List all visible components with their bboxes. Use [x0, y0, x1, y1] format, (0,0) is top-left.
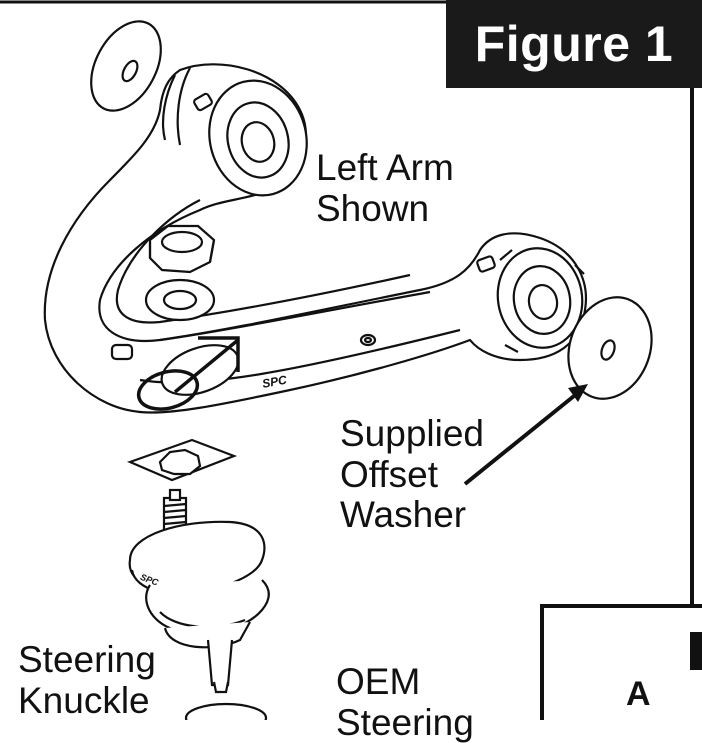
label-oem-steering: OEM Steering — [336, 661, 474, 743]
inset-bar — [690, 632, 702, 670]
label-knuckle-line1: Steering — [18, 639, 156, 680]
frame-lines — [0, 0, 694, 605]
offset-washer — [567, 296, 653, 400]
flat-washer — [144, 278, 216, 322]
label-oem-line2: Steering — [336, 701, 474, 743]
label-washer-line2: Offset — [340, 453, 439, 495]
arm-logo: SPC — [261, 373, 288, 391]
diagram-canvas: SPC — [0, 0, 702, 720]
upper-washer — [90, 20, 162, 112]
lock-plate — [126, 438, 238, 482]
label-offset-washer: Supplied Offset Washer — [340, 413, 485, 536]
label-left-arm-line1: Left Arm — [316, 147, 454, 188]
figure-title: Figure 1 — [446, 0, 702, 88]
label-steering-knuckle: Steering Knuckle — [18, 639, 156, 721]
washer-arrow — [463, 384, 588, 486]
inset-letter: A — [626, 675, 651, 713]
nut — [148, 224, 216, 274]
label-knuckle-line2: Knuckle — [18, 679, 150, 721]
label-left-arm-line2: Shown — [316, 187, 430, 229]
ball-joint — [128, 488, 270, 720]
pointer-callout — [136, 336, 240, 411]
upper-control-arm — [43, 63, 587, 414]
label-washer-line3: Washer — [340, 494, 467, 536]
label-left-arm: Left Arm Shown — [316, 147, 454, 229]
inset-box — [540, 604, 702, 720]
label-washer-line1: Supplied — [340, 413, 485, 454]
label-oem-line1: OEM — [336, 661, 421, 702]
